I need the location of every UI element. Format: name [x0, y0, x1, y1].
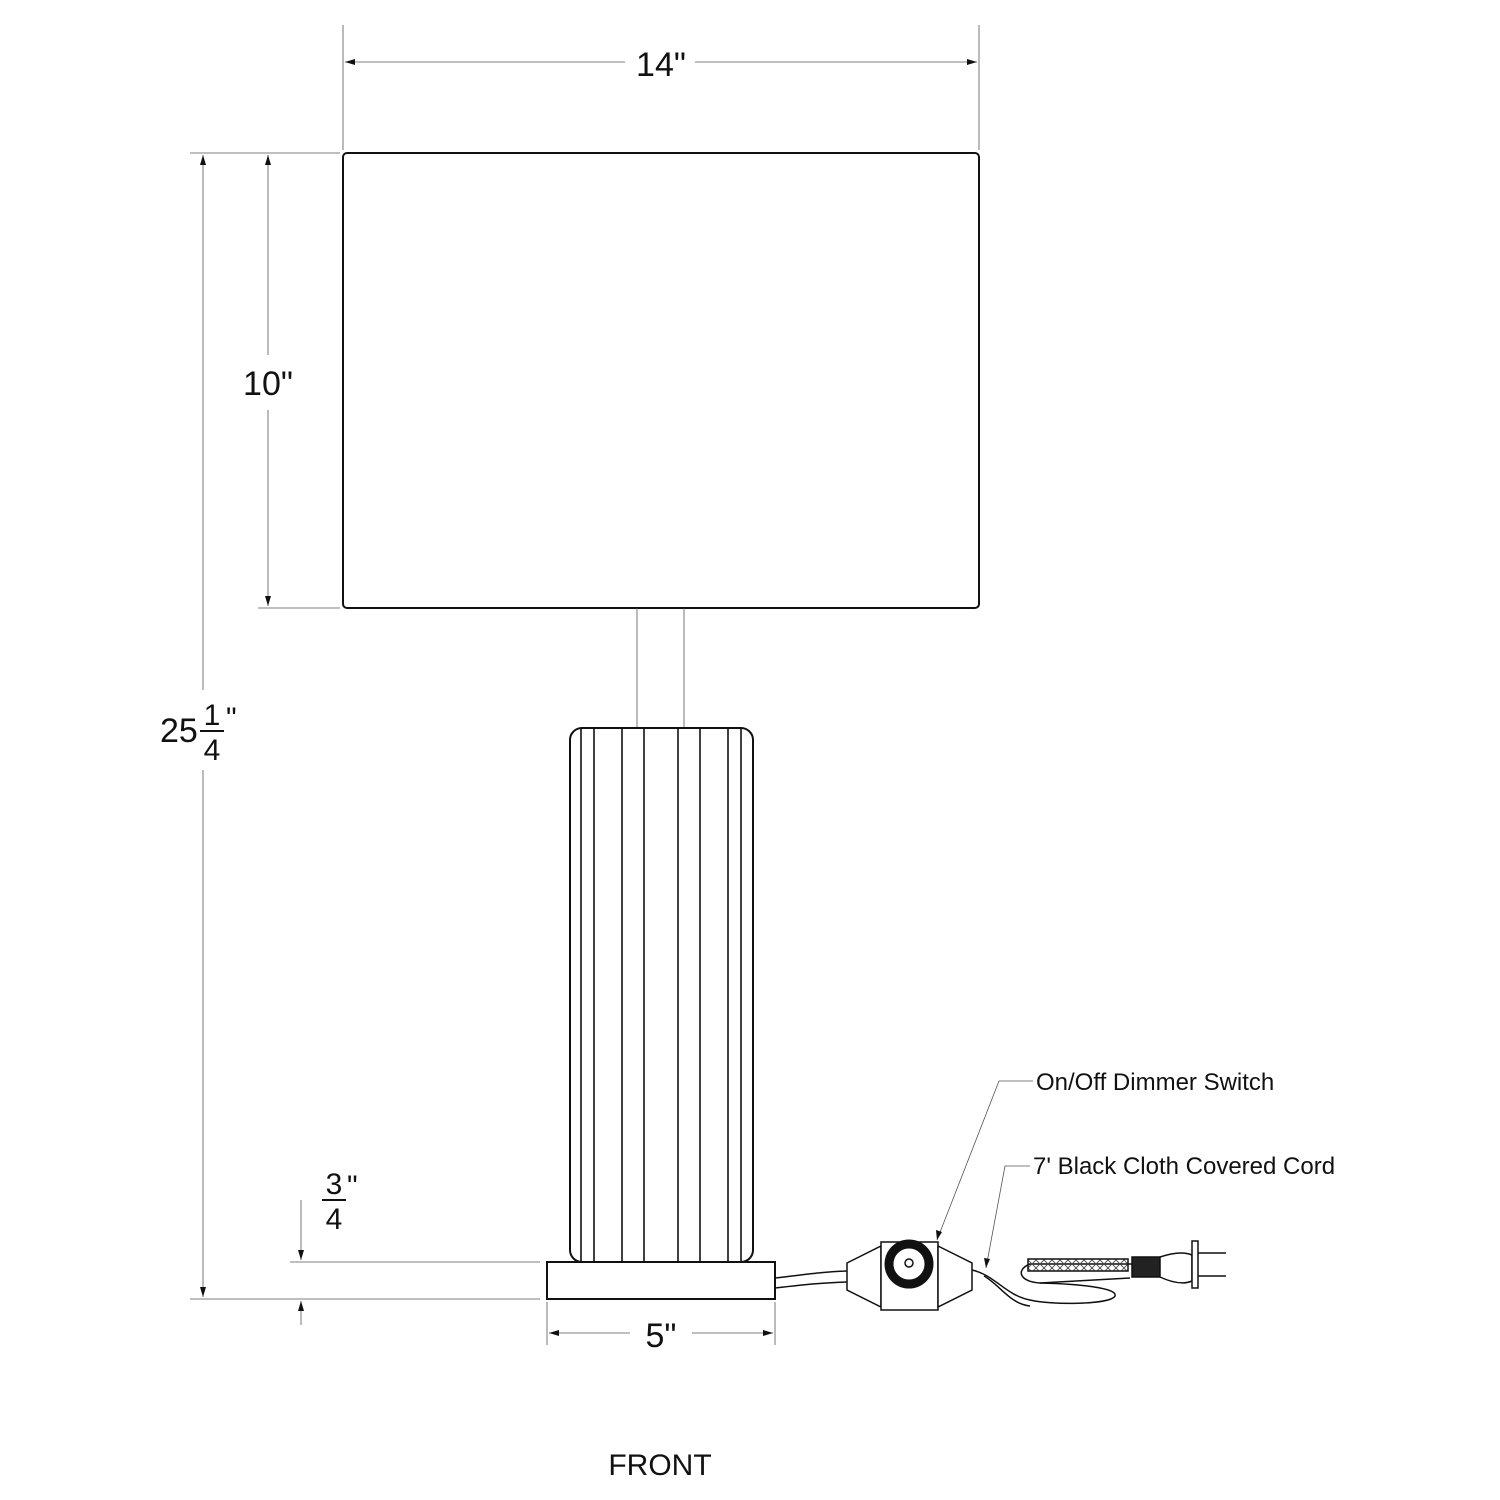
plug-icon	[1131, 1240, 1226, 1289]
base-height-denominator: 4	[326, 1203, 343, 1236]
dimmer-switch-label: On/Off Dimmer Switch	[1036, 1069, 1274, 1096]
overall-height-denominator: 4	[204, 734, 221, 767]
cord-label: 7' Black Cloth Covered Cord	[1033, 1153, 1335, 1180]
overall-height-whole: 25	[160, 712, 198, 750]
callout-cord: 7' Black Cloth Covered Cord	[984, 1153, 1335, 1269]
dimension-overall-height: 25 1 4 "	[160, 155, 540, 1300]
power-cord	[774, 1258, 1132, 1307]
lamp-stem	[636, 608, 685, 728]
view-label: FRONT	[608, 1449, 711, 1482]
lamp-shade	[342, 152, 980, 609]
base-height-numerator: 3	[326, 1168, 343, 1201]
dimmer-switch-icon	[846, 1239, 973, 1311]
shade-height-label: 10"	[243, 365, 293, 403]
inch-mark: "	[226, 702, 237, 735]
dimension-base-height: 3 4 "	[290, 1168, 540, 1325]
base-width-label: 5"	[646, 1317, 677, 1355]
lamp-base	[546, 1261, 776, 1300]
shade-width-label: 14"	[636, 46, 686, 84]
dimension-shade-width: 14"	[342, 25, 980, 150]
dimension-base-width: 5"	[546, 1302, 776, 1355]
overall-height-numerator: 1	[204, 699, 221, 732]
dimension-shade-height: 10"	[190, 152, 340, 609]
callout-dimmer-switch: On/Off Dimmer Switch	[936, 1069, 1274, 1241]
lamp-body	[569, 727, 754, 1263]
inch-mark: "	[347, 1170, 358, 1203]
